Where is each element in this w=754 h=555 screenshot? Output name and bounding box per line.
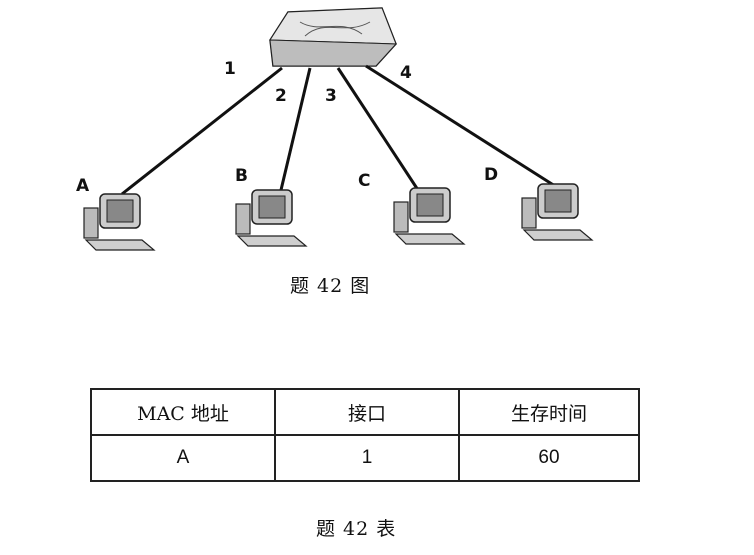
host-label-c: C [358,171,370,191]
table-header-row: MAC 地址 接口 生存时间 [90,388,640,436]
cable-port-2 [279,67,312,191]
port-label-4: 4 [400,63,412,83]
host-label-d: D [484,165,498,185]
header-mac-address: MAC 地址 [90,388,276,436]
cell-ttl: 60 [458,434,640,482]
computer-icon-a [83,193,156,251]
cable-port-4 [365,64,556,188]
header-interface: 接口 [274,388,460,436]
network-diagram: 1 2 3 4 A B C D [76,7,594,251]
host-label-a: A [76,176,90,196]
computer-icon-b [235,189,308,247]
table-caption: 题 42 表 [316,518,397,540]
computer-icon-d [521,183,594,241]
cell-mac-address: A [90,434,276,482]
cable-port-1 [121,66,283,196]
table-row: A 1 60 [90,434,640,482]
port-label-2: 2 [275,86,287,106]
port-label-3: 3 [325,86,337,106]
mac-address-table: MAC 地址 接口 生存时间 A 1 60 [90,388,640,482]
figure-caption: 题 42 图 [290,275,371,297]
cell-interface: 1 [274,434,460,482]
host-label-b: B [235,166,248,186]
cable-port-3 [336,67,420,191]
switch-icon [269,7,398,67]
port-label-1: 1 [224,59,236,79]
header-ttl: 生存时间 [458,388,640,436]
computer-icon-c [393,187,466,245]
